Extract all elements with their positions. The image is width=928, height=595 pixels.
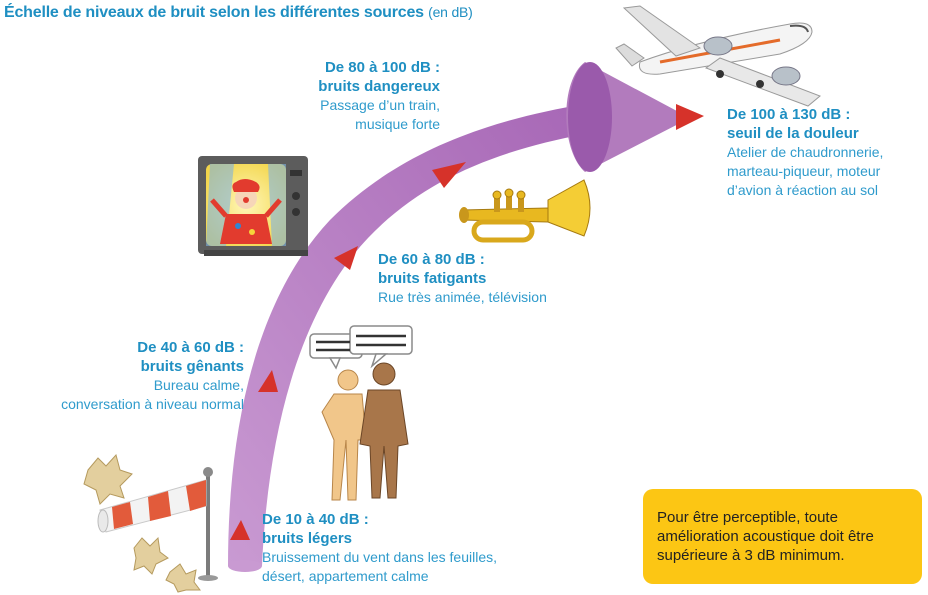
- person-left: [321, 369, 367, 501]
- windsock-icon: [97, 467, 218, 581]
- level-range: De 10 à 40 dB :: [262, 511, 369, 528]
- page-title: Échelle de niveaux de bruit selon les di…: [4, 4, 473, 21]
- level-range: De 80 à 100 dB :: [324, 59, 440, 76]
- noise-arrow: [228, 62, 690, 572]
- airplane-icon: [615, 5, 821, 107]
- marker-80-100: [432, 162, 466, 188]
- level-range: De 100 à 130 dB :: [727, 106, 851, 123]
- level-desc: Passage d’un train,: [320, 97, 440, 113]
- level-desc: musique forte: [355, 116, 440, 132]
- level-name: seuil de la douleur: [727, 125, 859, 142]
- level-desc: conversation à niveau normal: [61, 396, 244, 412]
- level-desc: Atelier de chaudronnerie,: [727, 144, 884, 160]
- level-desc: Bureau calme,: [153, 377, 244, 393]
- level-100-130: De 100 à 130 dB : seuil de la douleur At…: [727, 105, 883, 200]
- acoustic-note-text: Pour être perceptible, toute amélioratio…: [657, 509, 874, 564]
- acoustic-note-box: Pour être perceptible, toute amélioratio…: [643, 489, 922, 584]
- marker-100-130: [676, 104, 704, 130]
- person-right: [359, 362, 409, 499]
- level-desc: désert, appartement calme: [262, 568, 429, 584]
- level-desc: d’avion à réaction au sol: [727, 182, 878, 198]
- level-name: bruits dangereux: [318, 78, 440, 95]
- level-name: bruits légers: [262, 530, 353, 547]
- level-range: De 40 à 60 dB :: [137, 339, 244, 356]
- level-desc: Bruissement du vent dans les feuilles,: [262, 549, 498, 565]
- level-name: bruits fatigants: [378, 270, 487, 287]
- marker-10-40: [230, 520, 250, 540]
- trumpet-icon: [459, 179, 591, 243]
- level-40-60: De 40 à 60 dB : bruits gênants Bureau ca…: [14, 338, 244, 414]
- level-10-40: De 10 à 40 dB : bruits légers Bruissemen…: [262, 510, 497, 586]
- television-clown-icon: [198, 156, 308, 256]
- level-desc: marteau-piqueur, moteur: [727, 163, 881, 179]
- level-markers: [230, 104, 704, 540]
- leaf-icon: [83, 453, 201, 593]
- title-unit: (en dB): [428, 4, 473, 20]
- level-name: bruits gênants: [140, 358, 244, 375]
- marker-40-60: [258, 370, 278, 392]
- level-60-80: De 60 à 80 dB : bruits fatigants Rue trè…: [378, 250, 547, 307]
- marker-60-80: [334, 246, 358, 270]
- level-desc: Rue très animée, télévision: [378, 289, 547, 305]
- level-80-100: De 80 à 100 dB : bruits dangereux Passag…: [240, 58, 440, 134]
- level-range: De 60 à 80 dB :: [378, 251, 485, 268]
- people-talking-icon: [309, 325, 413, 501]
- speech-bubble-icon: [309, 325, 413, 370]
